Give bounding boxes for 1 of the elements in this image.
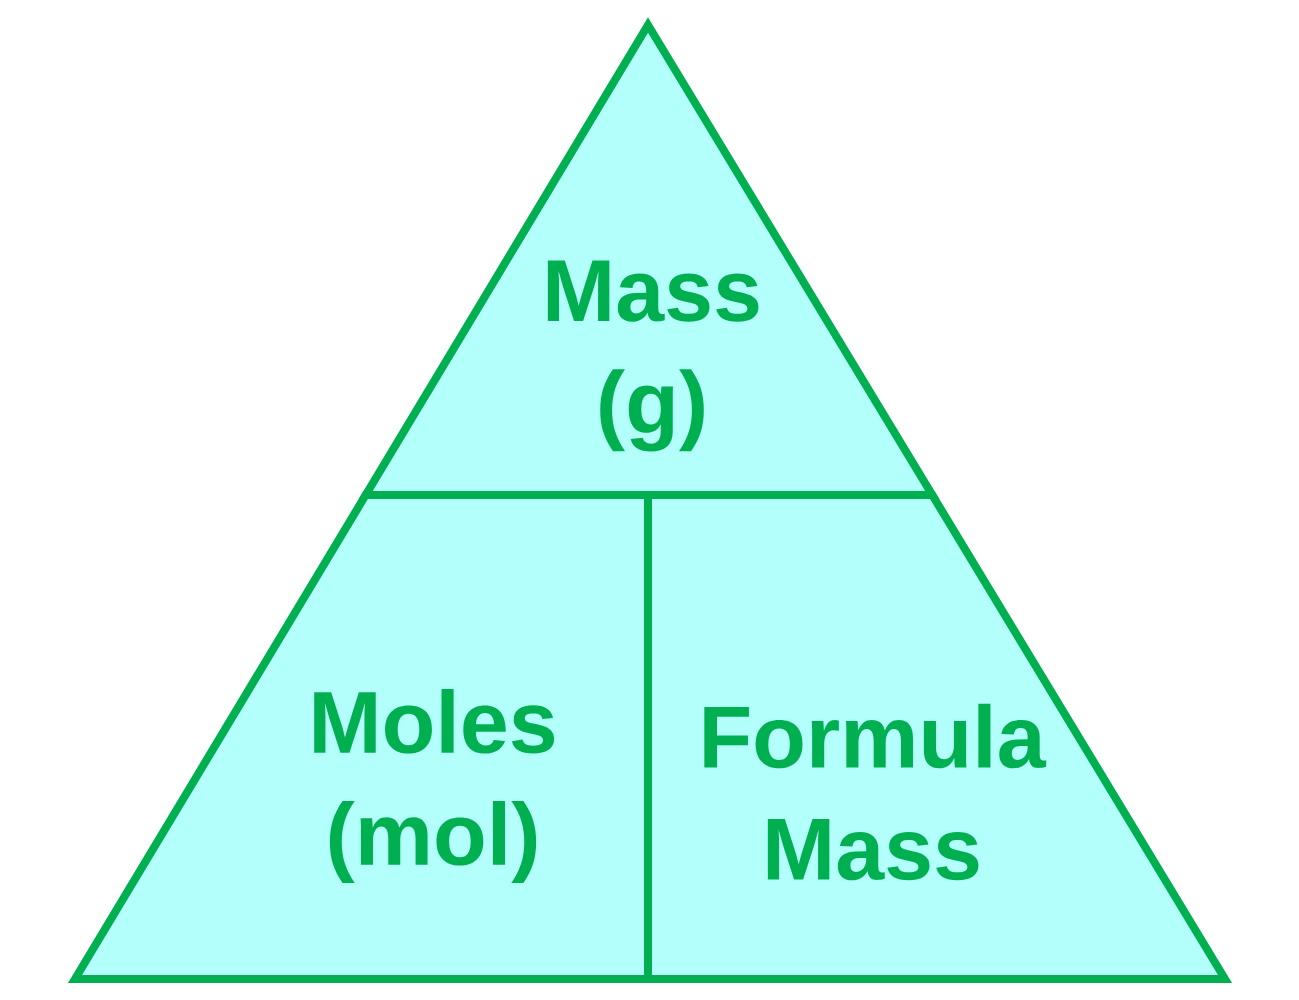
- triangle-section: Formula Mass: [644, 491, 1233, 983]
